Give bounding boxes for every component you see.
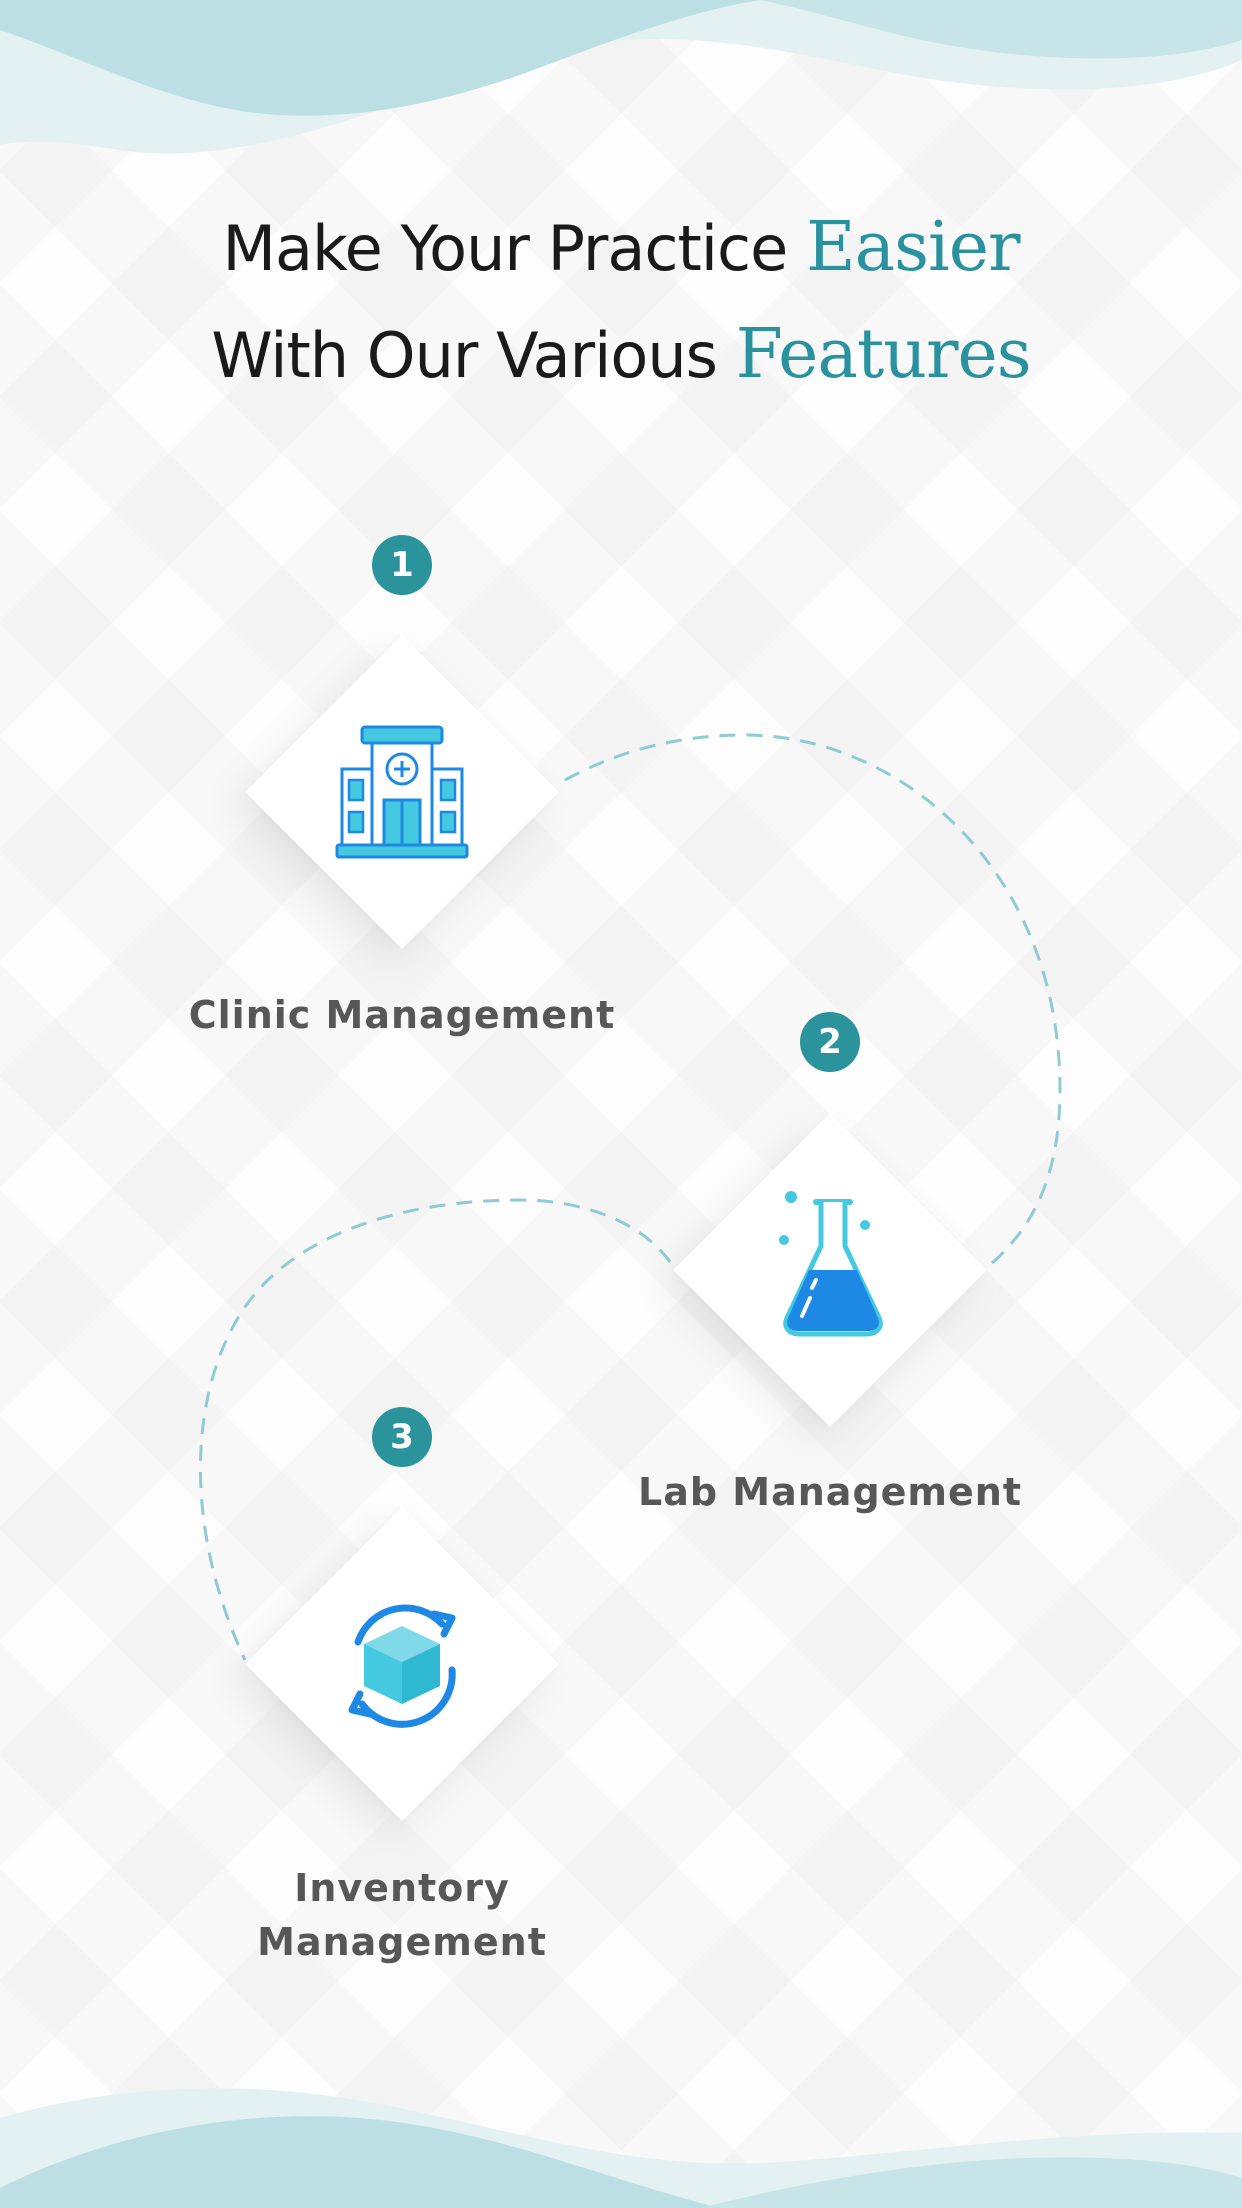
lab-flask-icon	[779, 1191, 883, 1337]
headline-line-2: With Our Various Features	[0, 302, 1242, 409]
headline-line-2-text: With Our Various	[211, 319, 718, 392]
feature-3-label-line-1: Inventory	[294, 1866, 510, 1910]
hospital-building-icon	[335, 725, 469, 859]
page-headline: Make Your Practice Easier With Our Vario…	[0, 195, 1242, 409]
feature-2-label: Lab Management	[638, 1470, 1022, 1514]
feature-3-label-line-2: Management	[257, 1920, 547, 1964]
bottom-wave-decoration	[0, 2088, 1242, 2208]
feature-3-label: Inventory Management	[152, 1861, 652, 1969]
top-wave-decoration	[0, 0, 1242, 154]
feature-3-number-badge: 3	[372, 1407, 432, 1467]
headline-line-1: Make Your Practice Easier	[0, 195, 1242, 302]
feature-1-label: Clinic Management	[188, 993, 616, 1037]
headline-accent-features: Features	[735, 315, 1032, 394]
feature-2-number-badge: 2	[800, 1012, 860, 1072]
inventory-box-cycle-icon	[348, 1604, 456, 1728]
headline-accent-easier: Easier	[805, 208, 1021, 287]
headline-line-1-text: Make Your Practice	[222, 212, 788, 285]
feature-1-number-badge: 1	[372, 535, 432, 595]
